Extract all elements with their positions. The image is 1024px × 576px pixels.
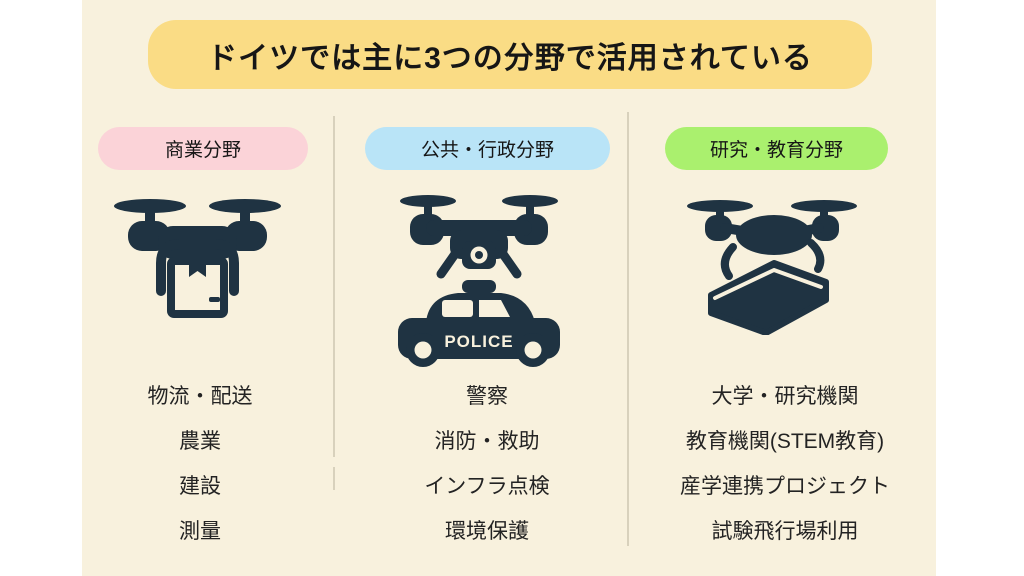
column-divider-1 bbox=[333, 116, 335, 457]
police-drone-icon: POLICE bbox=[398, 194, 560, 370]
badge-research-education: 研究・教育分野 bbox=[665, 127, 888, 170]
list-item: 物流・配送 bbox=[147, 385, 253, 408]
list-item: 試験飛行場利用 bbox=[711, 520, 859, 543]
badge-commercial: 商業分野 bbox=[98, 127, 308, 170]
list-item: 産学連携プロジェクト bbox=[680, 475, 890, 498]
list-item: 消防・救助 bbox=[434, 430, 540, 453]
badge-public-admin: 公共・行政分野 bbox=[365, 127, 610, 170]
delivery-drone-icon bbox=[112, 197, 283, 318]
commercial-use-list: 物流・配送 農業 建設 測量 bbox=[90, 382, 310, 543]
police-car-label: POLICE bbox=[444, 332, 513, 351]
list-item: インフラ点検 bbox=[424, 475, 550, 498]
badge-public-admin-label: 公共・行政分野 bbox=[420, 140, 554, 161]
list-item: 測量 bbox=[179, 520, 221, 543]
list-item: 警察 bbox=[466, 385, 508, 408]
list-item: 大学・研究機関 bbox=[711, 385, 859, 408]
book-drone-icon bbox=[685, 199, 857, 336]
list-item: 教育機関(STEM教育) bbox=[685, 430, 885, 453]
list-item: 建設 bbox=[179, 475, 221, 498]
badge-commercial-label: 商業分野 bbox=[164, 140, 241, 161]
slide-canvas: ドイツでは主に3つの分野で活用されている 商業分野 bbox=[82, 0, 936, 576]
research-education-use-list: 大学・研究機関 教育機関(STEM教育) 産学連携プロジェクト 試験飛行場利用 bbox=[650, 382, 920, 543]
column-divider-2 bbox=[627, 112, 629, 546]
badge-research-education-label: 研究・教育分野 bbox=[709, 140, 843, 161]
public-admin-use-list: 警察 消防・救助 インフラ点検 環境保護 bbox=[377, 382, 597, 543]
column-divider-1-dash bbox=[333, 467, 335, 490]
title-banner: ドイツでは主に3つの分野で活用されている bbox=[148, 20, 872, 89]
page-title: ドイツでは主に3つの分野で活用されている bbox=[207, 41, 813, 75]
list-item: 農業 bbox=[179, 430, 221, 453]
list-item: 環境保護 bbox=[445, 520, 529, 543]
